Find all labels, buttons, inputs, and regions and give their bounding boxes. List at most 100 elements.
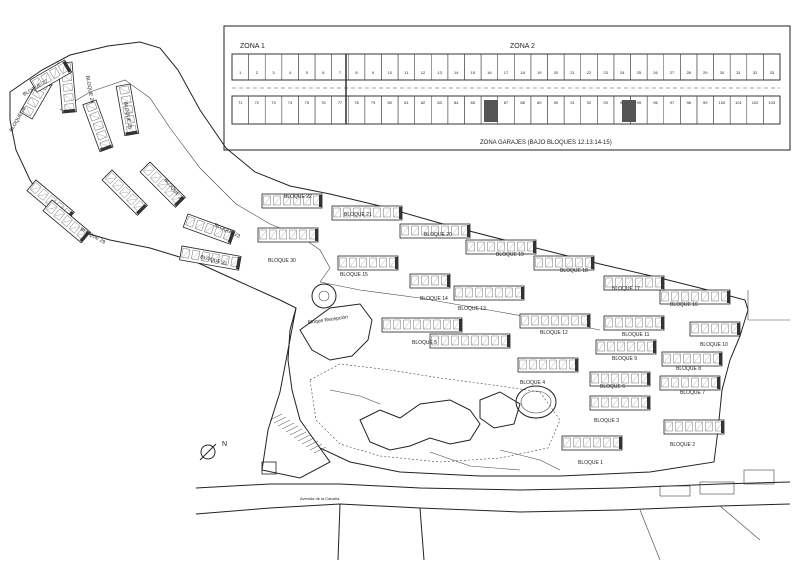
housing-unit [565, 257, 573, 268]
building-blocks [19, 59, 741, 451]
block-stair-core [79, 230, 90, 243]
unit-detail-line [685, 422, 693, 432]
block-label-6: BLOQUE 6 [600, 384, 625, 390]
housing-unit [711, 323, 719, 334]
unit-detail-line [555, 258, 563, 268]
unit-detail-line [181, 250, 190, 258]
garage-space-number: 6 [322, 70, 325, 75]
housing-unit [529, 359, 537, 370]
housing-unit [665, 421, 673, 432]
unit-detail-line [477, 242, 485, 252]
block-label-7: BLOQUE 7 [680, 390, 705, 396]
garage-space-number: 81 [404, 100, 409, 105]
housing-unit [519, 359, 527, 370]
building-block [519, 313, 591, 329]
unit-detail-line [119, 191, 130, 194]
unit-detail-line [601, 398, 609, 408]
garage-space-number: 82 [421, 100, 426, 105]
unit-detail-line [89, 114, 100, 119]
unit-detail-line [383, 208, 391, 218]
unit-detail-line [701, 324, 709, 334]
building-block [603, 315, 665, 331]
unit-detail-line [96, 133, 107, 137]
housing-unit [383, 207, 391, 218]
building-block [257, 227, 319, 243]
unit-detail-line [231, 258, 239, 266]
unit-detail-line [625, 318, 633, 328]
housing-unit [451, 335, 459, 346]
block-stair-core [647, 373, 650, 385]
unit-detail-line [721, 324, 729, 334]
block-label-9: BLOQUE 9 [612, 356, 637, 362]
parking-stall-line [301, 437, 315, 445]
parking-stall-line [269, 413, 283, 421]
garage-space-number: 85 [471, 100, 476, 105]
unit-detail-line [465, 288, 473, 298]
unit-detail-line [517, 242, 525, 252]
housing-unit [681, 377, 689, 388]
compass: N [199, 441, 227, 461]
unit-detail-line [675, 422, 683, 432]
building-block [659, 289, 731, 305]
housing-unit [185, 216, 196, 228]
housing-unit [40, 72, 52, 85]
housing-unit [475, 287, 483, 298]
housing-unit [671, 377, 679, 388]
housing-unit [443, 319, 451, 330]
housing-unit [573, 437, 581, 448]
garden-paths [329, 389, 561, 471]
building-block [589, 371, 651, 387]
unit-detail-line [45, 73, 48, 84]
unit-detail-line [413, 320, 421, 330]
pool-oval [515, 385, 557, 419]
housing-unit [645, 277, 653, 288]
housing-unit [451, 225, 459, 236]
building-block [595, 339, 657, 355]
housing-unit [63, 93, 74, 102]
unit-detail-line [637, 342, 645, 352]
garage-space-number: 98 [686, 100, 691, 105]
garage-space-number: 1 [239, 70, 242, 75]
unit-detail-line [615, 318, 623, 328]
housing-unit [495, 287, 503, 298]
garage-space-number: 100 [719, 100, 726, 105]
unit-detail-line [507, 242, 515, 252]
housing-unit [603, 437, 611, 448]
garage-space-number: 75 [305, 100, 310, 105]
unit-detail-line [86, 105, 96, 109]
unit-detail-line [26, 106, 31, 116]
housing-unit [194, 219, 205, 231]
unit-detail-line [443, 320, 451, 330]
unit-detail-line [583, 438, 591, 448]
roundabout-center [318, 290, 330, 302]
housing-unit [403, 319, 411, 330]
garage-space-number: 20 [554, 70, 559, 75]
unit-detail-line [701, 378, 709, 388]
stair-core-2 [622, 100, 636, 122]
street-branch-right [639, 509, 661, 561]
housing-unit [721, 323, 729, 334]
garage-space-number: 101 [735, 100, 742, 105]
building-block [517, 357, 579, 373]
unit-detail-line [481, 336, 489, 346]
housing-unit [611, 373, 619, 384]
block-outline [257, 227, 319, 243]
housing-unit [119, 85, 130, 95]
unit-detail-line [625, 278, 633, 288]
housing-unit [283, 195, 291, 206]
garage-space [763, 53, 781, 81]
housing-unit [627, 341, 635, 352]
housing-unit [481, 335, 489, 346]
housing-unit [631, 397, 639, 408]
housing-unit [559, 359, 567, 370]
block-outline [603, 315, 665, 331]
unit-detail-line [611, 398, 619, 408]
unit-detail-line [214, 229, 223, 236]
housing-unit [22, 105, 35, 117]
street-edge-south [195, 503, 791, 515]
block-label-11: BLOQUE 11 [622, 332, 650, 338]
unit-detail-line [603, 438, 611, 448]
housing-unit [621, 373, 629, 384]
unit-detail-line [519, 360, 527, 370]
street-branch-right-2 [719, 505, 761, 541]
